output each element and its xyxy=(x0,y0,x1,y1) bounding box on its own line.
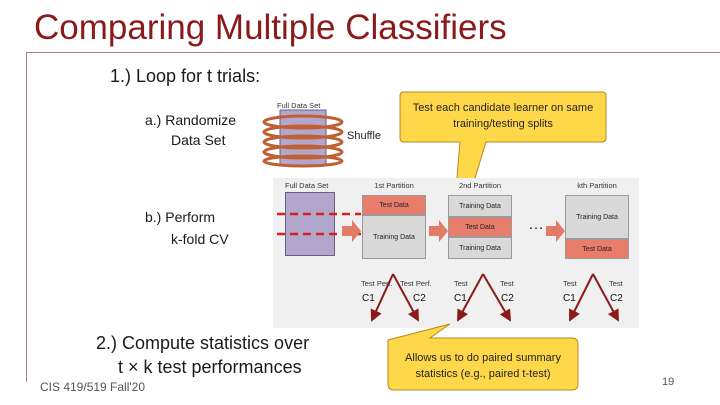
pk-c2: C2 xyxy=(610,293,623,304)
pk-test-c1: Test xyxy=(563,279,577,288)
p2-test-cell: Test Data xyxy=(448,217,512,237)
step1b-label-2: k-fold CV xyxy=(171,231,229,247)
partition-k-header: kth Partition xyxy=(577,181,617,190)
arrow-to-pk xyxy=(546,220,565,242)
p2-test-c1: Test xyxy=(454,279,468,288)
shuffle-label: Shuffle xyxy=(347,130,382,142)
p1-test-cell: Test Data xyxy=(362,195,426,215)
page-number: 19 xyxy=(662,376,675,388)
p1-test-perf-c2: Test Perf. xyxy=(400,279,432,288)
ellipsis: … xyxy=(528,216,544,233)
p2-test-c2: Test xyxy=(500,279,514,288)
arrow-to-p1 xyxy=(342,220,361,242)
pk-c1: C1 xyxy=(563,293,576,304)
partition-2-header: 2nd Partition xyxy=(458,181,502,190)
title-rule xyxy=(26,52,720,53)
pk-test-c2: Test xyxy=(609,279,623,288)
full-data-set-label: Full Data Set xyxy=(285,181,329,190)
callout-bottom-graphic xyxy=(370,273,619,391)
p1-train-cell: Training Data xyxy=(362,215,426,259)
p2-c2: C2 xyxy=(501,293,514,304)
p2-train-cell-bottom: Training Data xyxy=(448,237,512,259)
partition-1-header: 1st Partition xyxy=(374,181,414,190)
dataset-block xyxy=(285,192,335,256)
step1b-label: b.) Perform xyxy=(145,209,216,225)
p2-c1: C1 xyxy=(454,293,467,304)
p1-c1: C1 xyxy=(362,293,375,304)
left-rule xyxy=(26,52,27,382)
step1-heading: 1.) Loop for t trials: xyxy=(110,66,261,86)
step2-heading: 2.) Compute statistics over xyxy=(96,333,310,353)
pk-train-cell: Training Data xyxy=(565,195,629,239)
step1a-label-2: Data Set xyxy=(171,132,226,148)
step2-heading-2: t × k test performances xyxy=(118,357,302,377)
footer-course: CIS 419/519 Fall'20 xyxy=(40,380,146,394)
pk-test-cell: Test Data xyxy=(565,239,629,259)
callout-top-text: Test each candidate learner on same trai… xyxy=(412,102,594,130)
callout-bottom-text: Allows us to do paired summary statistic… xyxy=(405,352,561,380)
p1-test-perf-c1: Test Perf. xyxy=(361,279,393,288)
p1-c2: C2 xyxy=(413,293,426,304)
p2-train-cell-top: Training Data xyxy=(448,195,512,217)
arrow-to-p2 xyxy=(429,220,448,242)
step1a-label: a.) Randomize xyxy=(145,112,237,128)
slide-title: Comparing Multiple Classifiers xyxy=(34,8,507,47)
full-data-set-top-label: Full Data Set xyxy=(277,101,321,110)
shuffle-rings-graphic xyxy=(262,109,344,168)
